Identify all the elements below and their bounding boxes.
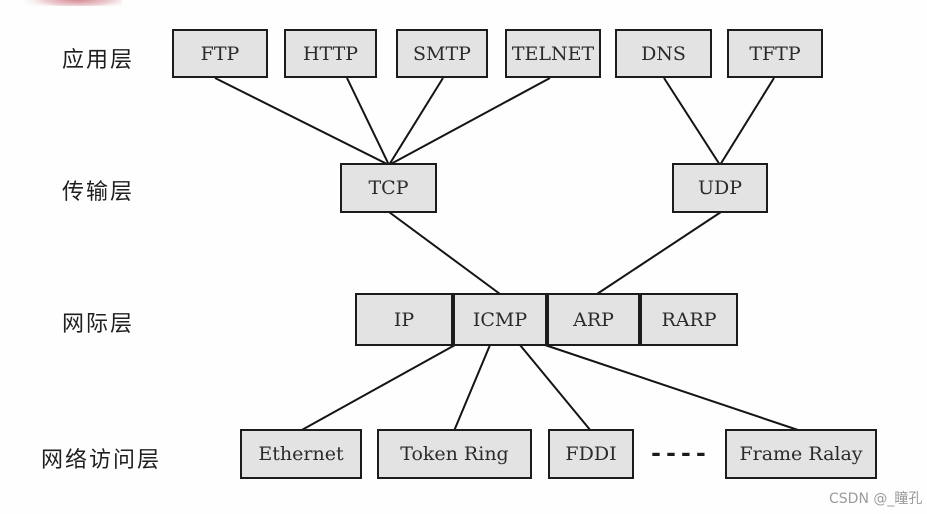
layer-label-transport: 传输层 <box>62 180 135 205</box>
layer-label-network-access: 网络访问层 <box>41 448 162 473</box>
line-dns-udp <box>663 77 721 166</box>
line-udp-arp <box>596 211 722 295</box>
line-icmp-tokenring <box>453 344 491 432</box>
protocol-box-http: HTTP <box>284 29 377 78</box>
protocol-box-tftp: TFTP <box>727 29 823 78</box>
line-tcp-icmp <box>388 211 501 295</box>
protocol-box-udp: UDP <box>672 163 768 213</box>
protocol-cell-arp: ARP <box>547 293 640 346</box>
layer-label-application: 应用层 <box>62 48 135 73</box>
protocol-box-ethernet: Ethernet <box>240 429 362 479</box>
protocol-box-dns: DNS <box>615 29 712 78</box>
protocol-box-tcp: TCP <box>340 163 437 213</box>
line-smtp-tcp <box>388 77 444 166</box>
csdn-watermark: CSDN @_瞳孔 <box>829 491 923 507</box>
protocol-box-ftp: FTP <box>172 29 268 78</box>
protocol-box-token-ring: Token Ring <box>377 429 532 479</box>
cropped-red-logo-fragment <box>24 0 122 6</box>
layer-label-internet: 网际层 <box>62 312 135 337</box>
protocol-box-telnet: TELNET <box>505 29 601 78</box>
line-ftp-tcp <box>214 77 390 166</box>
line-icmp-fddi <box>519 344 592 432</box>
line-icmp-ethernet <box>299 344 456 432</box>
protocol-cell-ip: IP <box>355 293 453 346</box>
line-tftp-udp <box>719 77 775 166</box>
more-protocols-ellipsis: ---- <box>651 438 711 467</box>
protocol-box-smtp: SMTP <box>396 29 488 78</box>
line-telnet-tcp <box>388 77 551 166</box>
line-icmp-framerelay <box>544 344 802 432</box>
line-http-tcp <box>346 77 390 166</box>
protocol-cell-icmp: ICMP <box>453 293 547 346</box>
protocol-box-frame-relay: Frame Ralay <box>725 429 877 479</box>
protocol-cell-rarp: RARP <box>640 293 738 346</box>
protocol-box-fddi: FDDI <box>548 429 634 479</box>
